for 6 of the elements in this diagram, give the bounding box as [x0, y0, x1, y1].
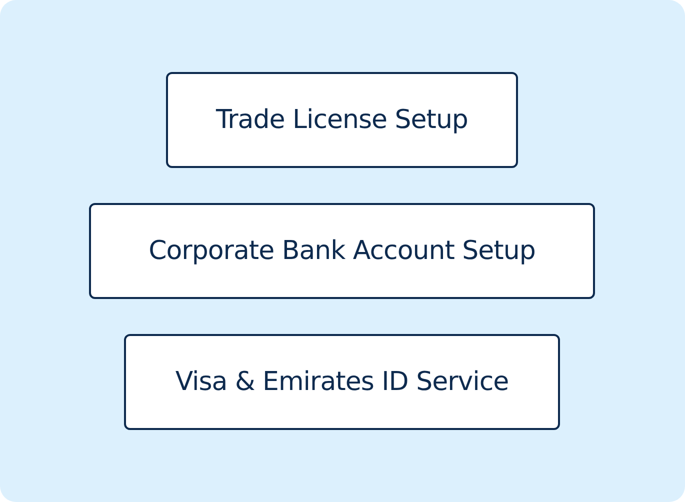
service-label: Trade License Setup [216, 105, 468, 135]
service-box [166, 72, 518, 168]
service-box [89, 203, 595, 299]
service-box [124, 334, 560, 430]
service-label: Corporate Bank Account Setup [148, 236, 536, 266]
service-label: Visa & Emirates ID Service [175, 367, 509, 397]
